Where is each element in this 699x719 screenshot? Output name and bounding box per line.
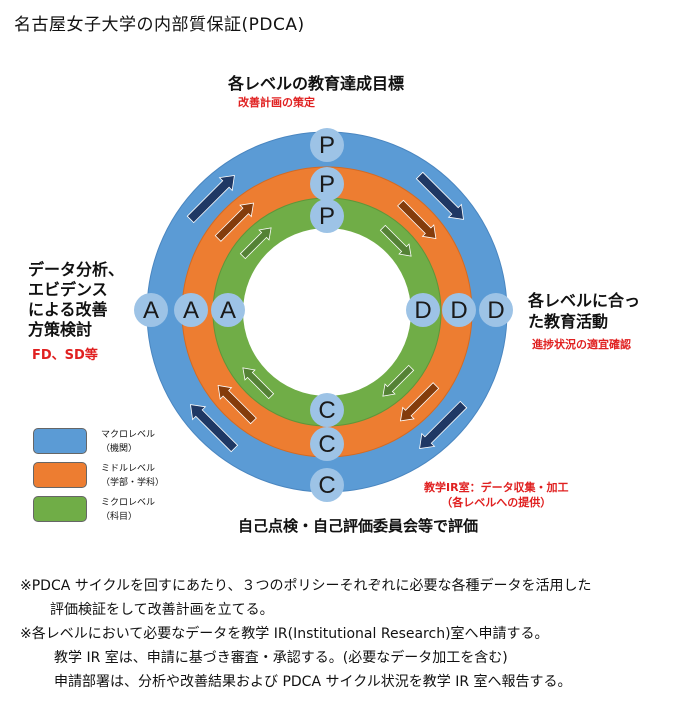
act-heading-line-1: データ分析、 <box>28 260 125 279</box>
letter-circle-d-middle <box>442 293 476 327</box>
note-line: 申請部署は、分析や改善結果および PDCA サイクル状況を教学 IR 室へ報告す… <box>54 674 572 690</box>
letter-circle-a-middle <box>174 293 208 327</box>
check-sub-line-2: （各レベルへの提供） <box>441 496 552 509</box>
legend-swatch-micro <box>33 496 87 522</box>
letter-a-middle: A <box>183 297 199 324</box>
center-hole <box>243 228 411 396</box>
act-heading-line-2: エビデンス <box>28 280 108 299</box>
letter-c-middle: C <box>318 431 335 458</box>
act-heading-line-4: 方策検討 <box>28 320 93 339</box>
middle-cycle-arrow <box>400 382 440 422</box>
letter-circle-d-micro <box>406 293 440 327</box>
act-sub: FD、SD等 <box>32 348 98 363</box>
letter-circle-a-micro <box>211 293 245 327</box>
letter-c-macro: C <box>318 472 335 499</box>
do-heading: 各レベルに合っ た教育活動 <box>528 290 640 332</box>
legend-item-middle: ミドルレベル （学部・学科） <box>33 462 164 490</box>
micro-cycle-arrow <box>379 224 412 257</box>
note-line: 教学 IR 室は、申請に基づき審査・承認する。(必要なデータ加工を含む) <box>54 650 508 666</box>
do-sub: 進捗状況の適宜確認 <box>532 338 631 351</box>
plan-heading: 各レベルの教育達成目標 <box>228 74 405 93</box>
letter-circle-c-micro <box>310 393 344 427</box>
check-heading: 自己点検・自己評価委員会等で評価 <box>238 517 479 535</box>
note-line: ※各レベルにおいて必要なデータを教学 IR(Institutional Rese… <box>20 626 549 642</box>
legend-label-macro: マクロレベル <box>101 430 156 440</box>
middle-cycle-arrow <box>397 199 437 239</box>
letter-c-micro: C <box>318 397 335 424</box>
macro-cycle-arrow <box>186 175 235 224</box>
letter-circle-a-macro <box>134 293 168 327</box>
legend-item-micro: ミクロレベル （科目） <box>33 496 155 524</box>
letter-p-micro: P <box>319 203 335 230</box>
act-heading: データ分析、 エビデンス による改善 方策検討 <box>28 260 124 340</box>
macro-cycle-arrow <box>190 404 239 453</box>
legend-detail-macro: （機関） <box>101 444 138 454</box>
letter-d-middle: D <box>450 297 467 324</box>
plan-sub: 改善計画の策定 <box>238 96 315 109</box>
legend-detail-middle: （学部・学科） <box>101 478 165 488</box>
letter-p-macro: P <box>319 132 335 159</box>
letter-circle-d-macro <box>479 293 513 327</box>
micro-cycle-arrow <box>242 367 275 400</box>
legend-swatch-middle <box>33 462 87 488</box>
act-heading-line-3: による改善 <box>28 300 108 319</box>
check-sub: 教学IR室：データ収集・加工 （各レベルへの提供） <box>424 480 569 510</box>
page-title: 名古屋女子大学の内部質保証(PDCA) <box>14 15 305 35</box>
middle-cycle-arrow <box>217 385 257 425</box>
check-sub-line-1: 教学IR室：データ収集・加工 <box>424 481 569 494</box>
letter-circle-p-middle <box>310 167 344 201</box>
letter-circle-p-macro <box>310 128 344 162</box>
micro-cycle-arrow <box>239 227 272 260</box>
letter-circle-c-middle <box>310 427 344 461</box>
letter-d-micro: D <box>414 297 431 324</box>
note-line: 評価検証をして改善計画を立てる。 <box>50 602 274 618</box>
legend-label-middle: ミドルレベル <box>101 464 156 474</box>
letter-p-middle: P <box>319 171 335 198</box>
micro-cycle-arrow <box>382 364 415 397</box>
letter-d-macro: D <box>487 297 504 324</box>
legend-swatch-macro <box>33 428 87 454</box>
legend-item-macro: マクロレベル （機関） <box>33 428 155 456</box>
macro-cycle-arrow <box>419 400 468 449</box>
legend-label-micro: ミクロレベル <box>101 498 156 508</box>
legend-detail-micro: （科目） <box>101 512 138 522</box>
note-line: ※PDCA サイクルを回すにあたり、３つのポリシーそれぞれに必要な各種データを活… <box>20 578 592 594</box>
letter-a-micro: A <box>220 297 236 324</box>
do-heading-line-2: た教育活動 <box>528 312 609 331</box>
notes: ※PDCA サイクルを回すにあたり、３つのポリシーそれぞれに必要な各種データを活… <box>20 574 690 694</box>
letter-circle-p-micro <box>310 199 344 233</box>
do-heading-line-1: 各レベルに合っ <box>528 291 641 310</box>
middle-cycle-arrow <box>214 202 254 242</box>
letter-circle-c-macro <box>310 468 344 502</box>
macro-cycle-arrow <box>415 171 464 220</box>
letter-a-macro: A <box>143 297 159 324</box>
